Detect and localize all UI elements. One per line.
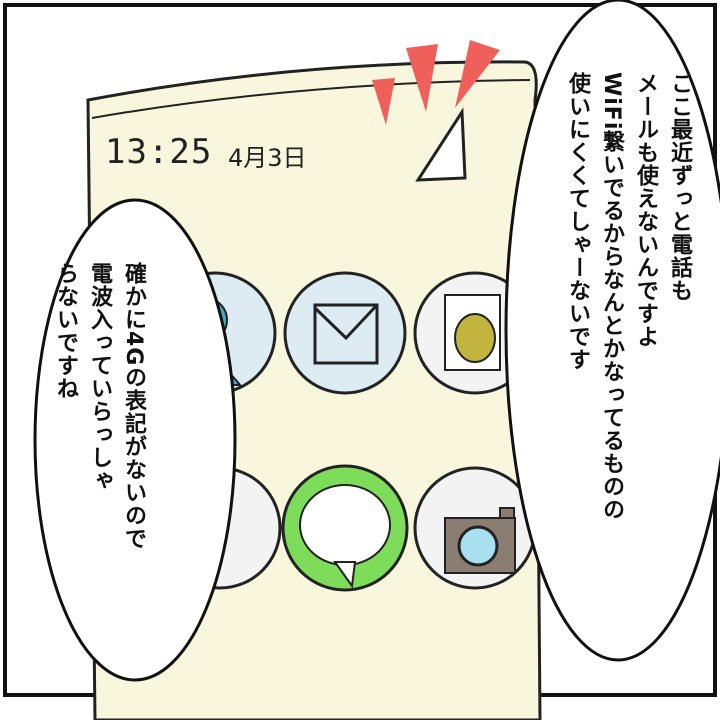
mail-app-icon <box>283 271 407 395</box>
camera-app-icon <box>413 466 537 590</box>
speech-bubble-left <box>33 198 237 682</box>
messages-app-icon <box>281 464 409 592</box>
alert-spike <box>406 44 438 112</box>
speech-line: 電波入っていらっしゃ <box>87 262 112 492</box>
speech-line: メールも使えないんですよ <box>633 72 658 348</box>
speech-bubble-right <box>504 0 720 662</box>
speech-line: らないですね <box>53 262 78 400</box>
speech-text-right: ここ最近ずっと電話も メールも使えないんですよ WiFi繋いでるからなんとかなっ… <box>560 72 696 652</box>
phone-clock: 13:25 <box>105 132 213 172</box>
alert-spike <box>372 78 395 125</box>
speech-line: 確かに4Gの表記がないので <box>121 262 146 551</box>
speech-line: 使いにくくてしゃーないです <box>565 72 590 371</box>
signal-icon <box>415 107 467 182</box>
speech-text-left: 確かに4Gの表記がないので 電波入っていらっしゃ らないですね <box>48 262 150 702</box>
phone-date: 4月3日 <box>228 144 307 172</box>
alert-spike <box>455 40 500 108</box>
speech-line: ここ最近ずっと電話も <box>667 72 692 302</box>
speech-line: WiFi繋いでるからなんとかなってるものの <box>599 72 624 522</box>
